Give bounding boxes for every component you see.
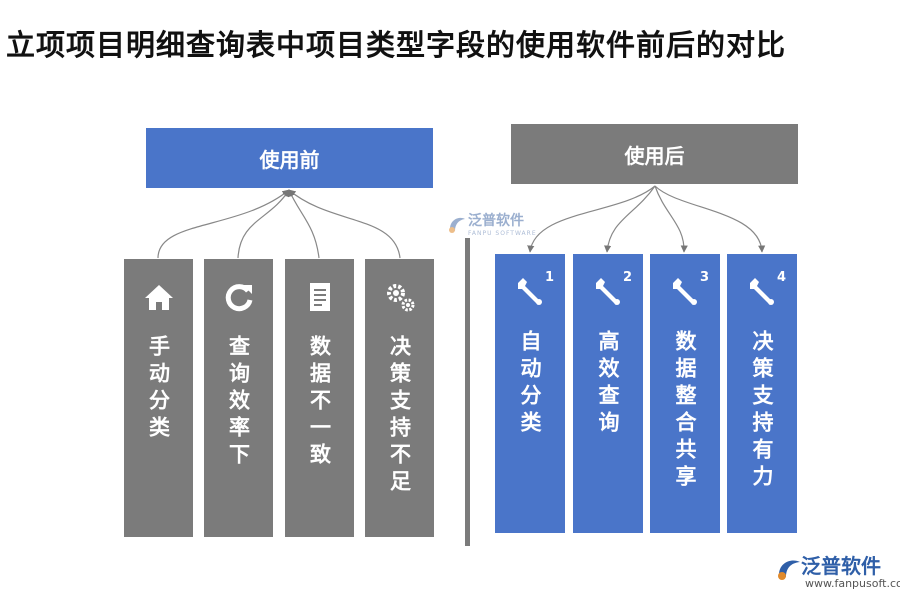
after-item-2: 2 高效查询 — [573, 254, 643, 533]
connector-after-2 — [604, 185, 656, 253]
watermark-brand: 泛普软件 — [468, 213, 524, 229]
before-item-label: 手动分类 — [146, 335, 171, 443]
after-item-label: 高效查询 — [596, 330, 620, 438]
divider — [465, 238, 470, 546]
connector-before-2 — [237, 189, 290, 259]
item-number: 2 — [622, 270, 632, 285]
after-item-label: 决策支持有力 — [750, 330, 774, 492]
after-item-label: 自动分类 — [518, 330, 542, 438]
connector-before-1 — [157, 189, 290, 259]
connector-after-3 — [654, 185, 688, 253]
watermark-url: www.fanpusoft.com — [805, 577, 900, 590]
before-item-2: 查询效率下 — [204, 259, 273, 537]
brand-logo-icon — [778, 560, 800, 580]
watermark-bottom-right: 泛普软件 www.fanpusoft.com — [775, 554, 900, 591]
before-item-1: 手动分类 — [124, 259, 193, 537]
after-header: 使用后 — [511, 124, 798, 184]
wrench-icon: 1 — [512, 270, 554, 310]
refresh-icon — [221, 279, 257, 315]
after-item-1: 1 自动分类 — [495, 254, 565, 533]
after-item-4: 4 决策支持有力 — [727, 254, 797, 533]
wrench-icon: 2 — [590, 270, 632, 310]
watermark-sub: FANPU SOFTWARE — [468, 230, 537, 237]
wrench-icon: 3 — [667, 270, 709, 310]
wrench-icon: 4 — [744, 270, 786, 310]
before-item-4: 决策支持不足 — [365, 259, 434, 537]
before-item-label: 决策支持不足 — [387, 335, 412, 497]
before-item-label: 查询效率下 — [226, 335, 251, 470]
home-icon — [141, 279, 177, 315]
before-item-3: 数据不一致 — [285, 259, 354, 537]
connector-after-1 — [527, 185, 656, 253]
item-number: 3 — [699, 270, 709, 285]
after-item-3: 3 数据整合共享 — [650, 254, 720, 533]
document-icon — [302, 279, 338, 315]
brand-logo-icon — [449, 217, 465, 233]
connector-after-4 — [654, 185, 766, 253]
item-number: 1 — [544, 270, 554, 285]
before-item-label: 数据不一致 — [307, 335, 332, 470]
item-number: 4 — [776, 270, 786, 285]
before-header: 使用前 — [146, 128, 433, 188]
gears-icon — [382, 279, 418, 315]
connector-before-4 — [288, 189, 401, 259]
watermark-brand: 泛普软件 — [801, 554, 881, 578]
page-title: 立项项目明细查询表中项目类型字段的使用软件前后的对比 — [6, 28, 787, 62]
watermark-center: 泛普软件 FANPU SOFTWARE — [446, 210, 537, 237]
after-item-label: 数据整合共享 — [673, 330, 697, 492]
